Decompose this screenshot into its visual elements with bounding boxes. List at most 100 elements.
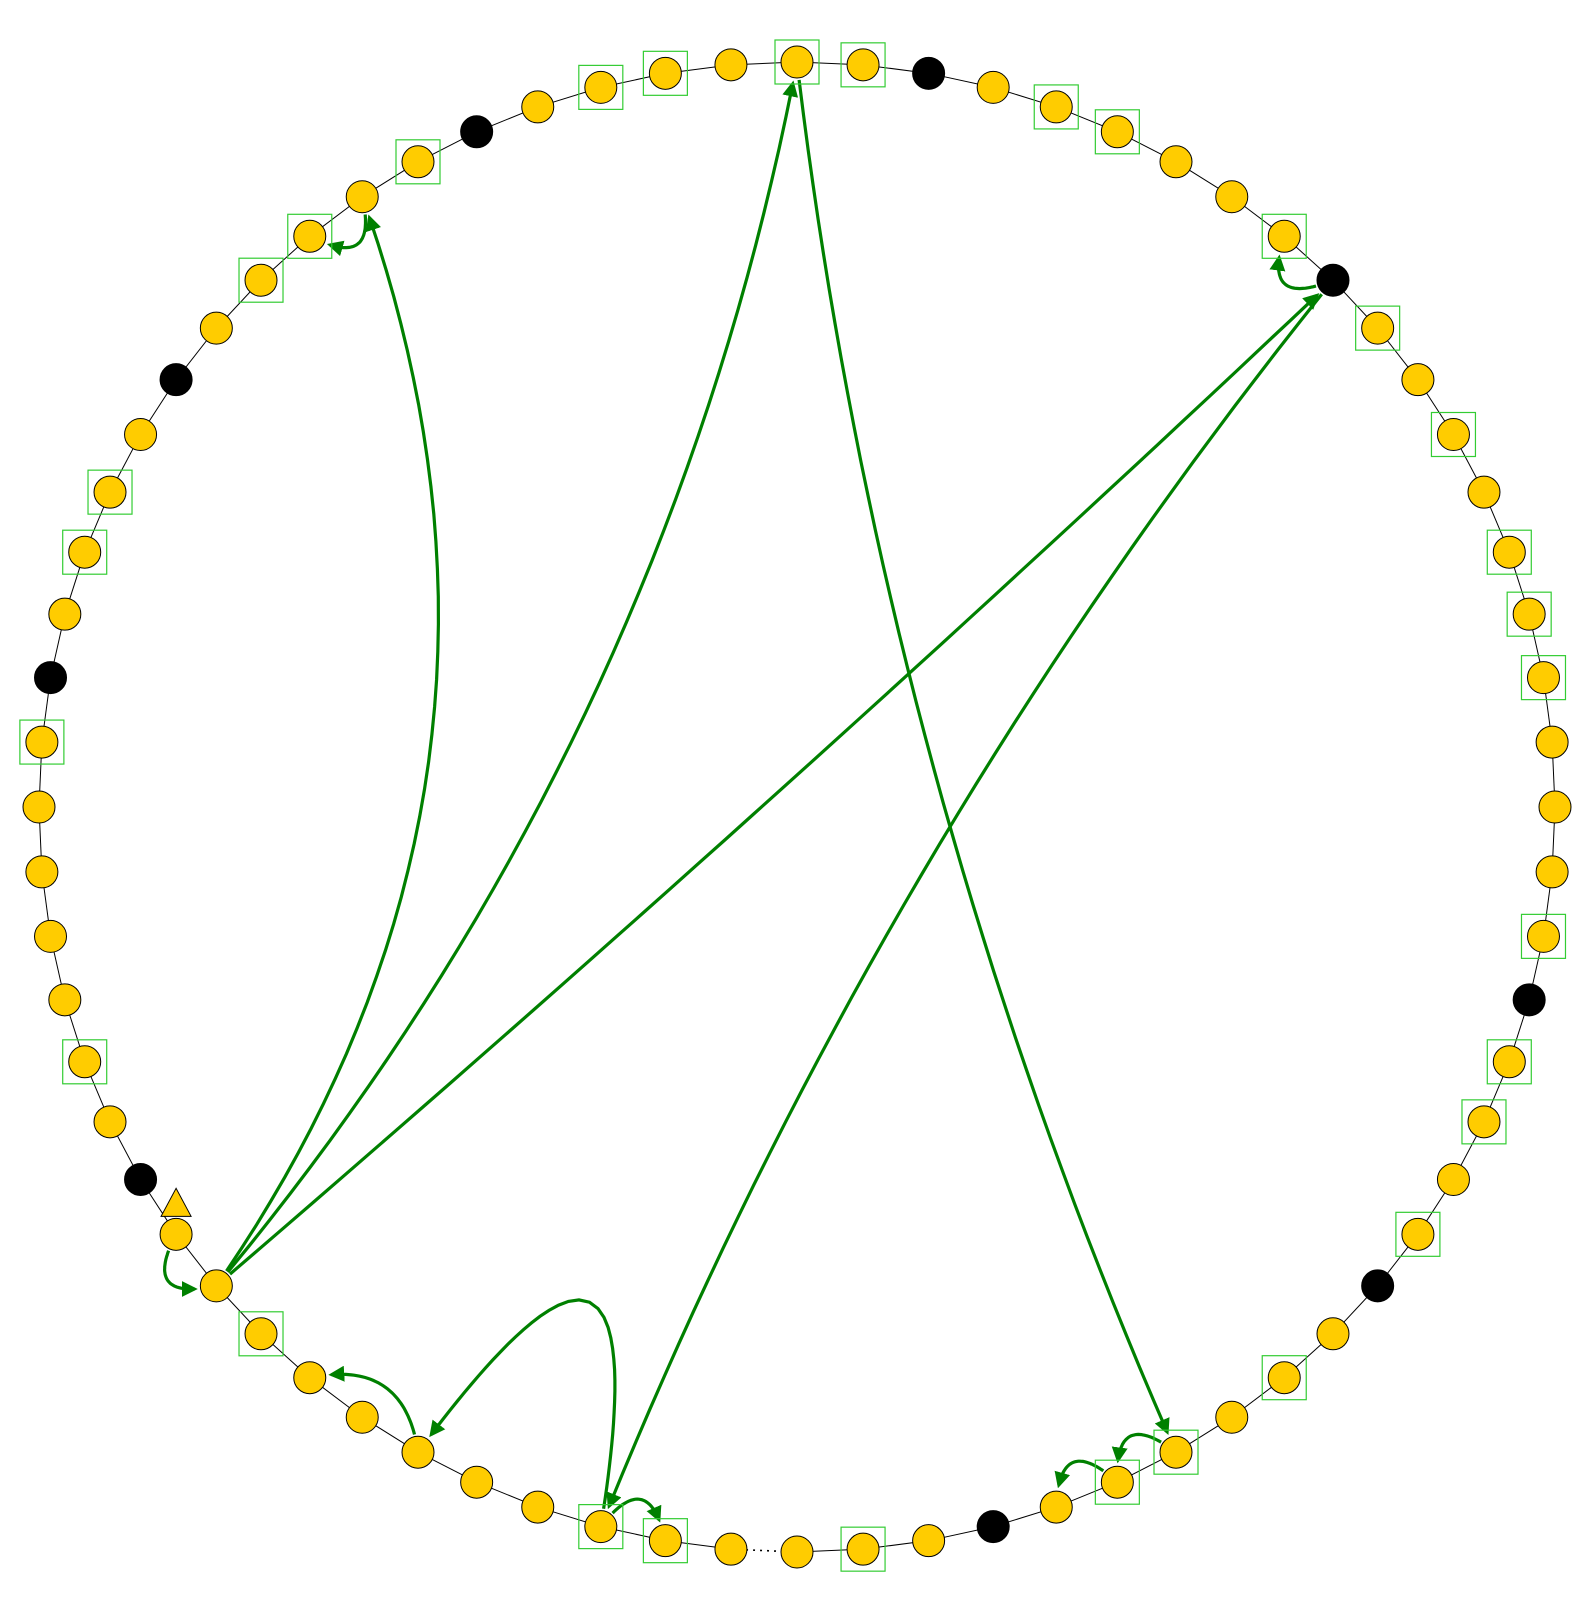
yellow-node bbox=[401, 145, 435, 179]
yellow-node bbox=[345, 180, 379, 214]
yellow-node bbox=[124, 418, 158, 451]
node-highlight-box bbox=[62, 1039, 108, 1085]
yellow-node bbox=[1492, 535, 1526, 569]
yellow-node bbox=[48, 983, 82, 1017]
transition-arrow bbox=[328, 1365, 417, 1435]
yellow-node bbox=[1526, 661, 1560, 695]
yellow-node bbox=[1467, 1105, 1501, 1139]
node-highlight-box bbox=[1153, 1429, 1199, 1475]
yellow-node bbox=[1535, 855, 1569, 889]
node-highlight-box bbox=[1506, 591, 1552, 637]
node-highlight-box bbox=[19, 719, 65, 765]
yellow-node bbox=[34, 919, 68, 953]
black-node bbox=[912, 56, 946, 90]
yellow-node bbox=[68, 535, 102, 569]
transition-arrow bbox=[1054, 1459, 1105, 1489]
yellow-node bbox=[1535, 725, 1569, 759]
yellow-node bbox=[846, 48, 880, 82]
yellow-node bbox=[714, 1532, 748, 1566]
node-highlight-box bbox=[1520, 913, 1567, 959]
yellow-node bbox=[1401, 1217, 1435, 1251]
node-highlight-box bbox=[238, 257, 284, 303]
transition-arrow bbox=[226, 80, 799, 1274]
transition-arrow bbox=[162, 1250, 198, 1297]
yellow-node bbox=[1361, 311, 1395, 345]
node-highlight-box bbox=[1430, 411, 1477, 458]
yellow-node bbox=[1436, 418, 1470, 451]
yellow-node bbox=[1526, 919, 1560, 953]
node-highlight-box bbox=[62, 529, 108, 575]
black-node bbox=[124, 1163, 158, 1196]
yellow-node bbox=[1316, 1317, 1350, 1351]
node-highlight-box bbox=[1520, 655, 1567, 701]
yellow-node bbox=[1159, 1435, 1193, 1469]
yellow-node bbox=[93, 475, 127, 509]
yellow-node bbox=[68, 1045, 102, 1079]
transition-arrow bbox=[429, 1298, 617, 1510]
yellow-node bbox=[584, 70, 618, 104]
node-highlight-box bbox=[287, 213, 333, 259]
yellow-node bbox=[846, 1532, 880, 1566]
node-highlight-box bbox=[1094, 109, 1140, 155]
node-highlight-box bbox=[1355, 305, 1401, 351]
node-highlight-box bbox=[1461, 1099, 1507, 1145]
yellow-node bbox=[244, 1317, 278, 1351]
black-node bbox=[34, 661, 68, 695]
black-node bbox=[1512, 983, 1546, 1017]
node-highlight-box bbox=[1395, 1211, 1441, 1257]
yellow-node bbox=[93, 1105, 127, 1139]
yellow-node bbox=[199, 311, 233, 345]
yellow-node bbox=[521, 1490, 555, 1524]
node-highlight-box bbox=[238, 1311, 284, 1357]
yellow-node bbox=[912, 1524, 946, 1558]
yellow-node bbox=[1100, 115, 1134, 149]
node-highlight-box bbox=[578, 1504, 624, 1550]
node-highlight-box bbox=[774, 39, 820, 85]
yellow-node bbox=[1492, 1045, 1526, 1079]
yellow-node bbox=[1100, 1465, 1134, 1499]
yellow-node bbox=[48, 597, 82, 631]
yellow-node bbox=[1538, 790, 1572, 824]
node-highlight-box bbox=[1486, 1039, 1532, 1085]
node-highlight-box bbox=[1261, 213, 1307, 259]
yellow-node bbox=[1512, 597, 1546, 631]
node-highlight-box bbox=[1486, 529, 1532, 575]
transition-arrow bbox=[225, 214, 441, 1272]
node-highlight-box bbox=[87, 469, 133, 515]
black-node bbox=[460, 115, 494, 149]
node-highlight-box bbox=[1261, 1355, 1307, 1401]
yellow-node bbox=[521, 90, 555, 124]
yellow-node bbox=[159, 1217, 193, 1251]
yellow-node bbox=[1039, 1490, 1073, 1524]
yellow-node bbox=[1159, 145, 1193, 179]
ring-nodes bbox=[22, 45, 1572, 1569]
yellow-node bbox=[1436, 1163, 1470, 1196]
yellow-node bbox=[345, 1400, 379, 1434]
yellow-node bbox=[401, 1435, 435, 1469]
yellow-node bbox=[22, 790, 56, 824]
transition-arrow bbox=[326, 214, 368, 257]
yellow-node bbox=[293, 1361, 327, 1395]
node-boxes bbox=[19, 39, 1567, 1572]
yellow-node bbox=[780, 45, 814, 79]
node-highlight-box bbox=[578, 64, 624, 110]
yellow-node bbox=[25, 725, 59, 759]
yellow-node bbox=[460, 1465, 494, 1499]
yellow-node bbox=[1267, 1361, 1301, 1395]
yellow-node bbox=[25, 855, 59, 889]
yellow-node bbox=[1401, 363, 1435, 397]
node-highlight-box bbox=[840, 1526, 886, 1572]
transition-arrow bbox=[1111, 1432, 1162, 1464]
yellow-node bbox=[244, 263, 278, 297]
black-node bbox=[159, 363, 193, 397]
black-node bbox=[1316, 263, 1350, 297]
yellow-node bbox=[1215, 1400, 1249, 1434]
yellow-node bbox=[1267, 219, 1301, 253]
yellow-node bbox=[714, 48, 748, 82]
yellow-node bbox=[293, 219, 327, 253]
node-highlight-box bbox=[1094, 1459, 1140, 1505]
triangle-marker bbox=[160, 1187, 192, 1217]
node-highlight-box bbox=[642, 1518, 688, 1564]
node-highlight-box bbox=[642, 50, 688, 96]
